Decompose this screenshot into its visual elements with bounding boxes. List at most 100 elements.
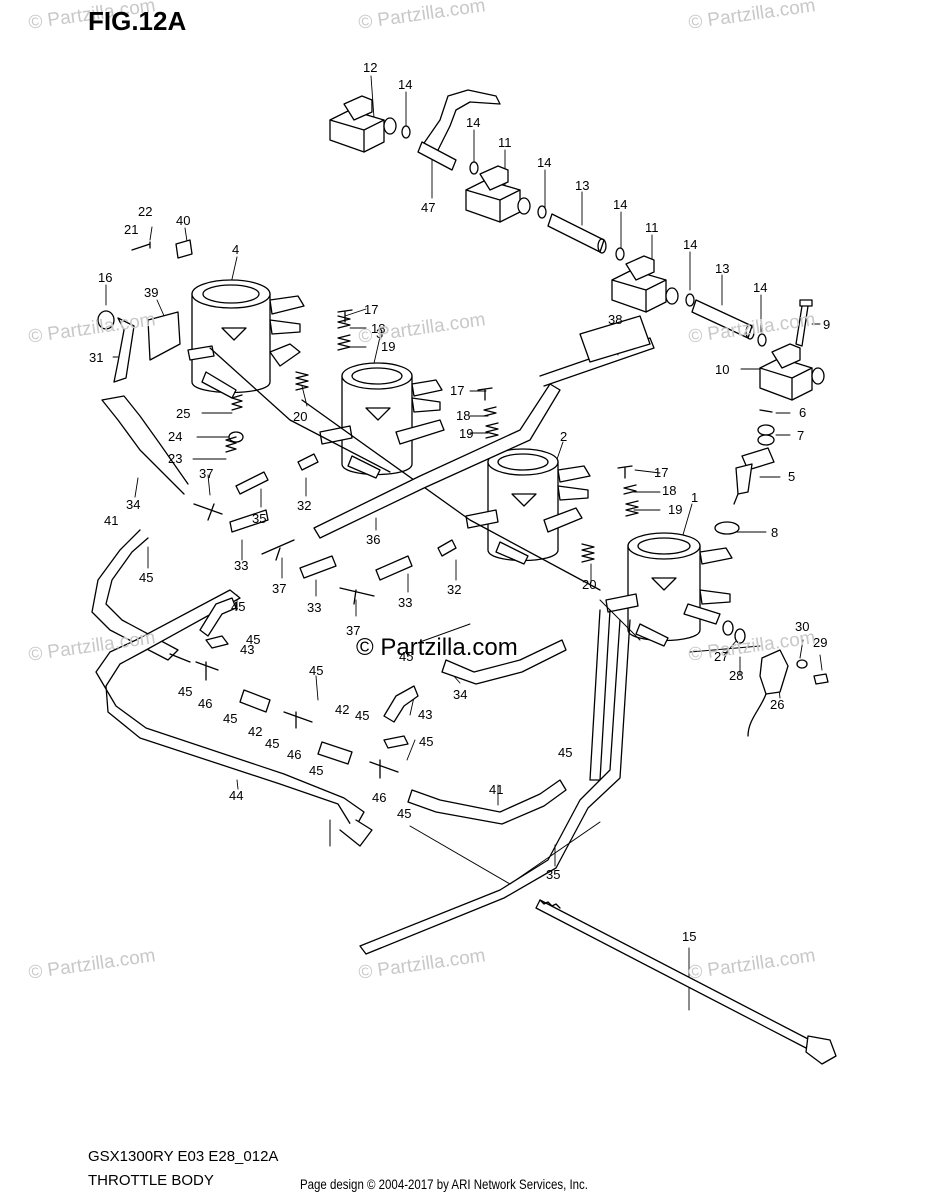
callout-label: 45 [231, 599, 245, 614]
callout-label: 3 [376, 326, 383, 341]
callout-labels: 1 2 3 4 5 6 7 8 9 10 11 11 12 13 13 14 1… [89, 60, 830, 944]
callout-label: 14 [753, 280, 767, 295]
callout-label: 45 [246, 632, 260, 647]
callout-label: 43 [240, 642, 254, 657]
callout-label: 17 [654, 465, 668, 480]
callout-label: 21 [124, 222, 138, 237]
callout-label: 36 [366, 532, 380, 547]
callout-label: 35 [252, 511, 266, 526]
callout-label: 4 [232, 242, 239, 257]
callout-label: 13 [715, 261, 729, 276]
throttle-body-3 [319, 362, 445, 479]
vacuum-hoses [91, 395, 631, 955]
callout-label: 33 [398, 595, 412, 610]
callout-label: 13 [575, 178, 589, 193]
callout-label: 33 [307, 600, 321, 615]
callout-label: 39 [144, 285, 158, 300]
callout-label: 45 [399, 649, 413, 664]
callout-label: 45 [309, 663, 323, 678]
leader-lines [105, 75, 823, 1011]
callout-label: 14 [613, 197, 627, 212]
callout-label: 24 [168, 429, 182, 444]
callout-label: 40 [176, 213, 190, 228]
callout-label: 14 [398, 77, 412, 92]
callout-label: 27 [714, 649, 728, 664]
callout-label: 44 [229, 788, 243, 803]
callout-label: 29 [813, 635, 827, 650]
callout-label: 32 [297, 498, 311, 513]
callout-label: 19 [668, 502, 682, 517]
callout-label: 45 [223, 711, 237, 726]
injector-parts [714, 409, 775, 535]
callout-label: 6 [799, 405, 806, 420]
callout-label: 42 [335, 702, 349, 717]
callout-label: 11 [645, 220, 659, 235]
callout-label: 14 [683, 237, 697, 252]
callout-label: 46 [287, 747, 301, 762]
callout-label: 34 [453, 687, 467, 702]
callout-label: 20 [293, 409, 307, 424]
model-code: GSX1300RY E03 E28_012A [88, 1148, 279, 1165]
callout-label: 42 [248, 724, 262, 739]
callout-label: 19 [381, 339, 395, 354]
frame-lines [329, 599, 761, 885]
callout-label: 2 [560, 429, 567, 444]
callout-label: 34 [126, 497, 140, 512]
callout-label: 12 [363, 60, 377, 75]
throttle-body-4 [187, 279, 305, 399]
callout-label: 16 [98, 270, 112, 285]
springs-and-screws [97, 239, 639, 563]
callout-label: 20 [582, 577, 596, 592]
callout-label: 5 [788, 469, 795, 484]
callout-label: 45 [309, 763, 323, 778]
callout-label: 45 [178, 684, 192, 699]
callout-label: 37 [199, 466, 213, 481]
long-through-bolt [535, 899, 837, 1065]
watermark-center: © Partzilla.com [356, 634, 518, 661]
callout-label: 18 [662, 483, 676, 498]
callout-label: 45 [265, 736, 279, 751]
callout-label: 32 [447, 582, 461, 597]
callout-label: 18 [371, 321, 385, 336]
callout-label: 45 [139, 570, 153, 585]
linkage-rods [209, 315, 655, 591]
callout-label: 17 [364, 302, 378, 317]
throttle-body-1 [605, 532, 733, 647]
callout-label: 8 [771, 525, 778, 540]
callout-label: 41 [104, 513, 118, 528]
callout-label: 19 [459, 426, 473, 441]
callout-label: 17 [450, 383, 464, 398]
callout-label: 25 [176, 406, 190, 421]
callout-label: 28 [729, 668, 743, 683]
callout-label: 30 [795, 619, 809, 634]
callout-label: 11 [498, 135, 512, 150]
sensor-and-bolts [722, 620, 829, 737]
callout-label: 43 [418, 707, 432, 722]
callout-label: 46 [372, 790, 386, 805]
callout-label: 14 [466, 115, 480, 130]
callout-label: 23 [168, 451, 182, 466]
callout-label: 45 [355, 708, 369, 723]
callout-label: 41 [489, 782, 503, 797]
throttle-body-2 [465, 448, 591, 565]
callout-label: 35 [546, 867, 560, 882]
callout-label: 33 [234, 558, 248, 573]
upper-fuel-rail-assembly [329, 89, 825, 401]
callout-label: 45 [558, 745, 572, 760]
callout-label: 18 [456, 408, 470, 423]
figure-title: FIG.12A [88, 6, 187, 36]
callout-label: 45 [419, 734, 433, 749]
callout-label: 37 [346, 623, 360, 638]
callout-label: 31 [89, 350, 103, 365]
callout-label: 15 [682, 929, 696, 944]
callout-label: 9 [823, 317, 830, 332]
callout-label: 10 [715, 362, 729, 377]
callout-label: 37 [272, 581, 286, 596]
section-name: THROTTLE BODY [88, 1172, 214, 1189]
callout-label: 14 [537, 155, 551, 170]
footer-credit: Page design © 2004-2017 by ARI Network S… [300, 1176, 588, 1192]
callout-label: 7 [797, 428, 804, 443]
callout-label: 26 [770, 697, 784, 712]
